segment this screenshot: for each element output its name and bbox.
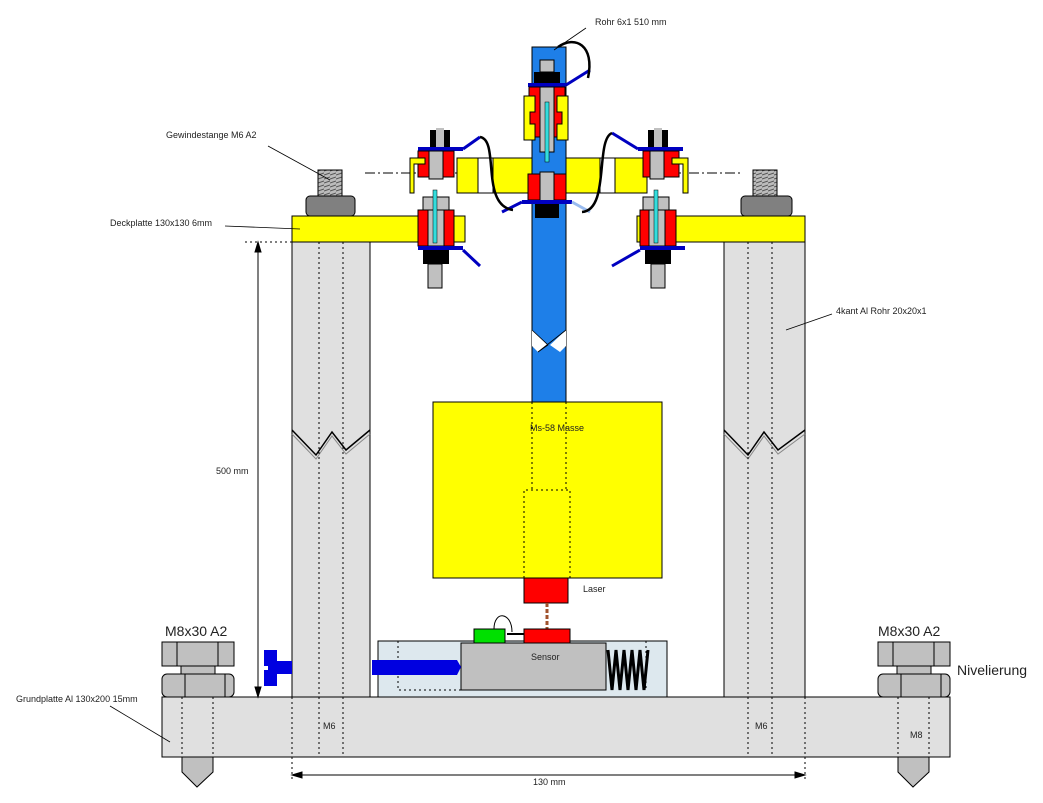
label-m6-left: M6 — [323, 721, 336, 731]
laser — [523, 577, 569, 629]
label-nivelierung: Nivelierung — [957, 662, 1027, 678]
dimension-width — [290, 771, 807, 779]
column-right — [723, 241, 806, 698]
label-grundplatte: Grundplatte Al 130x200 15mm — [16, 694, 138, 704]
label-vierkantrohr: 4kant Al Rohr 20x20x1 — [836, 306, 927, 316]
dimension-height — [245, 240, 292, 699]
label-sensor: Sensor — [531, 652, 560, 662]
foot-left — [161, 641, 235, 788]
brass-mass — [432, 401, 663, 579]
label-m8-left: M8x30 A2 — [165, 623, 227, 639]
bearing-left-upper — [409, 128, 481, 194]
sensor-assembly — [264, 615, 668, 698]
label-deckplatte: Deckplatte 130x130 6mm — [110, 218, 212, 228]
leader-lines — [109, 27, 833, 743]
base-plate — [161, 696, 951, 780]
pendulum-rod — [479, 41, 613, 403]
label-gewindestange: Gewindestange M6 A2 — [166, 130, 257, 140]
bearing-right-upper — [611, 128, 689, 194]
label-m8: M8 — [910, 730, 923, 740]
bearing-right-lower — [611, 189, 685, 289]
label-m6-right: M6 — [755, 721, 768, 731]
label-masse: Ms-58 Masse — [530, 423, 584, 433]
label-laser: Laser — [583, 584, 606, 594]
deck-plate-left — [291, 169, 466, 243]
foot-right — [877, 641, 951, 788]
label-height: 500 mm — [216, 466, 249, 476]
column-left — [291, 241, 371, 698]
bearing-left-lower — [417, 189, 482, 289]
label-width: 130 mm — [533, 777, 566, 787]
label-rohr: Rohr 6x1 510 mm — [595, 17, 667, 27]
label-m8-right: M8x30 A2 — [878, 623, 940, 639]
